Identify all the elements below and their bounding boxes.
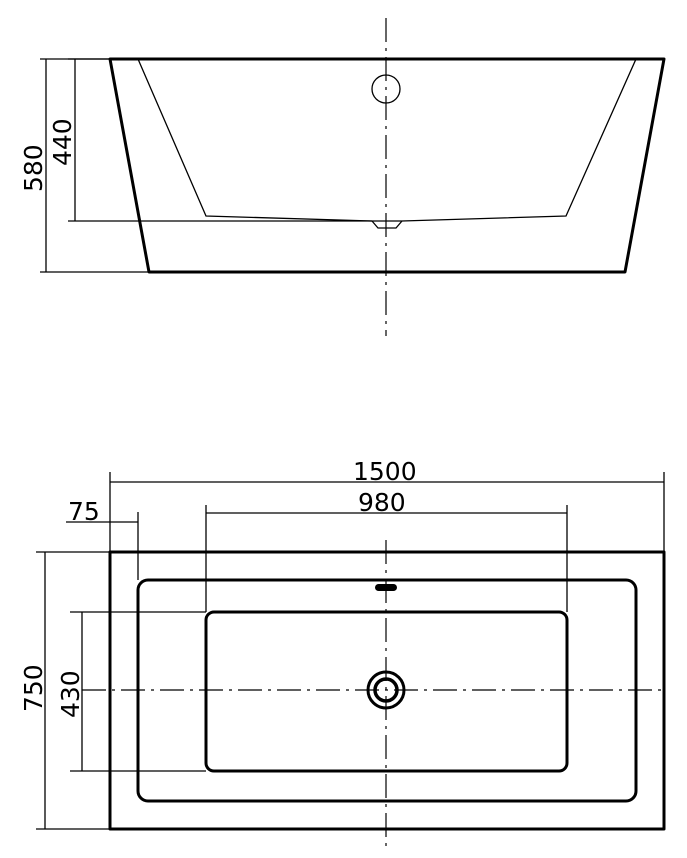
dim-430-label: 430 [56, 670, 85, 718]
plan-overflow [375, 584, 397, 591]
dimension-980: 980 [205, 488, 568, 612]
side-inner-basin [137, 58, 637, 222]
dimension-75: 75 [66, 497, 139, 580]
dimension-1500: 1500 [109, 457, 665, 552]
dim-1500-label: 1500 [353, 457, 417, 486]
side-elevation-view: 580 440 [19, 18, 666, 336]
dimension-440: 440 [48, 58, 372, 222]
dim-750-label: 750 [19, 664, 48, 712]
plan-inner-rim [136, 578, 638, 803]
side-overflow-circle [371, 74, 401, 104]
side-outer-profile [108, 57, 666, 274]
plan-view: 1500 980 75 750 430 [19, 457, 666, 848]
plan-drain-outer [366, 670, 406, 710]
dimension-580: 580 [19, 58, 149, 273]
dimension-430: 430 [56, 611, 206, 772]
dim-980-label: 980 [358, 488, 406, 517]
plan-outer-rim [108, 550, 666, 831]
plan-drain-inner [373, 677, 399, 703]
dim-75-label: 75 [68, 497, 100, 526]
plan-basin-bottom [204, 610, 569, 773]
dim-440-label: 440 [48, 118, 77, 166]
dimension-750: 750 [19, 551, 110, 830]
side-drain [371, 220, 403, 229]
dim-580-label: 580 [19, 144, 48, 192]
